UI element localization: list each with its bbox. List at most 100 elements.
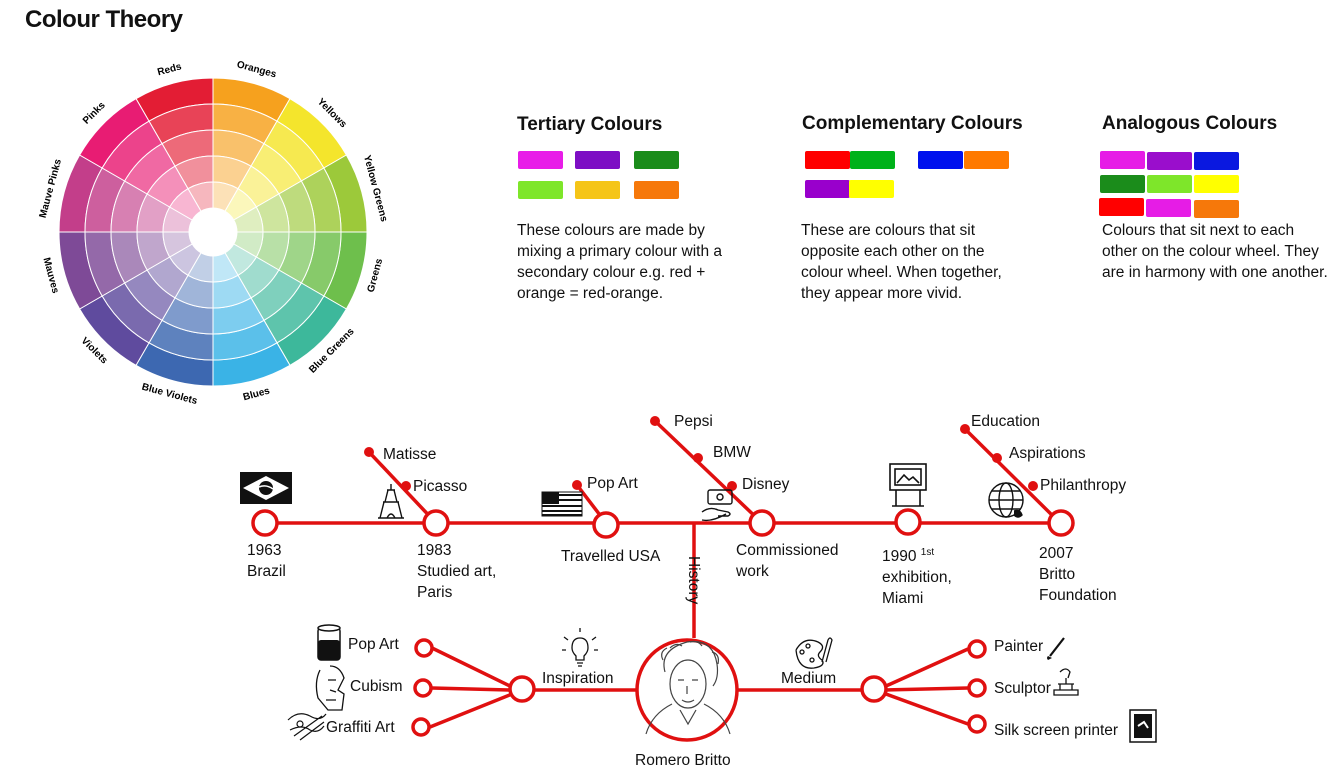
wheel-label-greens: Greens [366, 257, 386, 294]
branch-pepsi [653, 419, 764, 525]
analogous-swatch-6 [1194, 175, 1239, 193]
graffiti-icon [287, 713, 327, 741]
inspiration-label: Inspiration [542, 670, 614, 687]
dot-disney [727, 481, 737, 491]
wheel-label-mauves: Mauves [41, 256, 61, 295]
event-1990-year: 1990 [882, 548, 917, 566]
label-pepsi: Pepsi [674, 413, 713, 430]
analogous-description: Colours that sit next to each other on t… [1102, 222, 1328, 281]
label-popart: Pop Art [348, 636, 399, 653]
tertiary-heading: Tertiary Colours [517, 114, 663, 135]
dot-matisse [364, 447, 374, 457]
colour-wheel [58, 77, 368, 387]
wheel-label-reds: Reds [156, 61, 183, 78]
money-hand-icon [701, 489, 733, 522]
dot-education [960, 424, 970, 434]
link-cubism [431, 686, 511, 692]
analogous-swatch-1 [1100, 151, 1145, 169]
label-sculptor: Sculptor [994, 680, 1051, 697]
node-1990 [894, 508, 922, 536]
tertiary-swatch-1 [518, 151, 563, 169]
analogous-heading: Analogous Colours [1102, 113, 1278, 134]
dot-philanthropy [1028, 481, 1038, 491]
analogous-swatch-8 [1146, 199, 1191, 217]
wheel-label-blue-violets: Blue Violets [140, 382, 198, 408]
analogous-swatch-9 [1194, 200, 1239, 218]
complementary-swatch-4 [964, 151, 1009, 169]
brazil-flag-icon [240, 472, 292, 504]
event-2007-text: Britto Foundation [1039, 566, 1117, 604]
dot-bmw [693, 453, 703, 463]
history-label: History [685, 556, 702, 605]
node-1963 [251, 509, 279, 537]
node-popart [414, 638, 434, 658]
picture-frame-icon [889, 463, 927, 507]
link-popart [431, 646, 513, 689]
cubism-face-icon [315, 665, 345, 711]
link-sculptor [885, 686, 969, 692]
node-usa [592, 511, 620, 539]
event-1990-ordinal: 1st [920, 547, 935, 558]
label-popart-influence: Pop Art [587, 475, 638, 492]
link-graffiti [429, 692, 513, 729]
dot-pepsi [650, 416, 660, 426]
dot-picasso [401, 481, 411, 491]
sculpture-icon [1053, 668, 1079, 696]
analogous-swatch-4 [1100, 175, 1145, 193]
analogous-swatch-7 [1099, 198, 1144, 216]
palette-icon [795, 637, 833, 669]
label-education: Education [971, 413, 1040, 430]
label-cubism: Cubism [350, 678, 403, 695]
event-1963-text: Brazil [247, 563, 286, 580]
node-painter [967, 639, 987, 659]
node-2007 [1047, 509, 1075, 537]
event-1990-text: exhibition, Miami [882, 569, 952, 608]
event-2007-year: 2007 [1039, 545, 1074, 562]
node-inspiration [508, 675, 536, 703]
node-1983 [422, 509, 450, 537]
label-picasso: Picasso [413, 478, 468, 495]
tertiary-swatch-6 [634, 181, 679, 199]
complementary-swatch-3 [918, 151, 963, 169]
event-1963: 1963 Brazil [247, 540, 286, 582]
event-usa: Travelled USA [561, 548, 661, 565]
node-medium [860, 675, 888, 703]
eiffel-tower-icon [378, 484, 404, 519]
medium-label: Medium [781, 670, 837, 687]
event-1983-year: 1983 [417, 542, 452, 559]
complementary-swatch-6 [849, 180, 894, 198]
node-graffiti [411, 717, 431, 737]
paintbrush-icon [1047, 637, 1065, 660]
label-philanthropy: Philanthropy [1040, 477, 1127, 494]
usa-flag-icon [541, 491, 583, 517]
tertiary-swatch-3 [634, 151, 679, 169]
label-silkscreen: Silk screen printer [994, 722, 1119, 739]
node-silkscreen [967, 714, 987, 734]
label-graffiti: Graffiti Art [326, 719, 395, 736]
event-1983-text: Studied art, Paris [417, 563, 497, 601]
tertiary-swatch-5 [575, 181, 620, 199]
event-1990: 1990 1st exhibition, Miami [882, 542, 972, 609]
portrait-sketch [645, 640, 731, 735]
label-disney: Disney [742, 476, 790, 493]
dot-popart [572, 480, 582, 490]
tertiary-swatch-2 [575, 151, 620, 169]
wheel-center [189, 208, 237, 256]
link-painter [885, 647, 969, 688]
label-bmw: BMW [713, 444, 751, 461]
tertiary-description: These colours are made by mixing a prima… [517, 222, 723, 302]
complementary-heading: Complementary Colours [802, 113, 1023, 134]
node-commissioned [748, 509, 776, 537]
tertiary-swatch-4 [518, 181, 563, 199]
event-1963-year: 1963 [247, 542, 282, 559]
analogous-swatch-2 [1147, 152, 1192, 170]
globe-icon [988, 482, 1024, 518]
dot-aspirations [992, 453, 1002, 463]
analogous-swatch-5 [1147, 175, 1192, 193]
analogous-swatch-3 [1194, 152, 1239, 170]
influence-dots [364, 416, 1038, 491]
label-aspirations: Aspirations [1009, 445, 1086, 462]
silk-screen-icon [1129, 709, 1157, 743]
label-matisse: Matisse [383, 446, 437, 463]
complementary-swatch-1 [805, 151, 850, 169]
